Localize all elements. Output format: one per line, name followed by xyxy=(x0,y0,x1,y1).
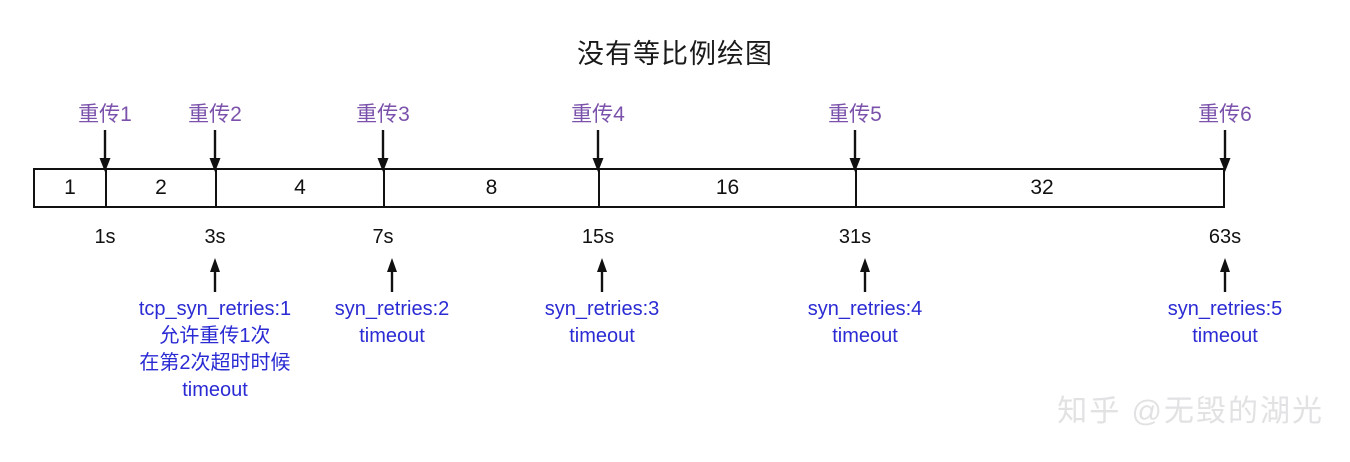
annotation-note: tcp_syn_retries:1 允许重传1次在第2次超时时候 timeout xyxy=(139,296,291,404)
annotation-note-line: syn_retries:2 xyxy=(334,298,450,320)
retransmission-label: 重传2 xyxy=(188,103,242,126)
diagram-title: 没有等比例绘图 xyxy=(577,39,773,69)
annotation-up-arrow-icon xyxy=(208,258,222,292)
annotation-note-line: syn_retries:3 xyxy=(544,298,660,320)
retransmission-label: 重传6 xyxy=(1198,103,1252,126)
annotation-note-line: timeout xyxy=(832,325,898,347)
retransmission-down-arrow-icon xyxy=(376,130,390,172)
annotation-note-line: timeout xyxy=(182,379,248,401)
annotation-note-line: timeout xyxy=(569,325,635,347)
timeline-cell: 4 xyxy=(215,170,383,206)
time-tick-label: 15s xyxy=(581,226,615,248)
time-tick-label: 7s xyxy=(372,226,394,248)
timeline-cell: 16 xyxy=(598,170,855,206)
retransmission-down-arrow-icon xyxy=(208,130,222,172)
annotation-note-line: syn_retries:4 xyxy=(807,298,923,320)
retransmission-down-arrow-icon xyxy=(848,130,862,172)
annotation-note-line: timeout xyxy=(1192,325,1258,347)
retransmission-down-arrow-icon xyxy=(1218,130,1232,172)
time-tick-label: 1s xyxy=(94,226,116,248)
timeline-cell: 32 xyxy=(855,170,1227,206)
retransmission-label: 重传3 xyxy=(356,103,410,126)
time-tick-label: 3s xyxy=(204,226,226,248)
retransmission-label: 重传5 xyxy=(828,103,882,126)
time-tick-label: 31s xyxy=(838,226,872,248)
annotation-up-arrow-icon xyxy=(858,258,872,292)
timeline-cell: 8 xyxy=(383,170,598,206)
annotation-up-arrow-icon xyxy=(385,258,399,292)
retransmission-down-arrow-icon xyxy=(98,130,112,172)
annotation-note-line: timeout xyxy=(359,325,425,347)
annotation-note-line: 允许重传1次 xyxy=(159,325,271,347)
timeline-cell: 2 xyxy=(105,170,215,206)
annotation-up-arrow-icon xyxy=(595,258,609,292)
time-tick-label: 63s xyxy=(1208,226,1242,248)
retransmission-label: 重传4 xyxy=(571,103,625,126)
watermark: 知乎 @无毁的湖光 xyxy=(1057,395,1324,428)
annotation-note-line: tcp_syn_retries:1 xyxy=(138,298,292,320)
annotation-note-line: 在第2次超时时候 xyxy=(139,352,291,374)
timeline-cell: 1 xyxy=(64,176,76,199)
annotation-up-arrow-icon xyxy=(1218,258,1232,292)
retransmission-label: 重传1 xyxy=(78,103,132,126)
annotation-note-line: syn_retries:5 xyxy=(1167,298,1283,320)
retransmission-down-arrow-icon xyxy=(591,130,605,172)
